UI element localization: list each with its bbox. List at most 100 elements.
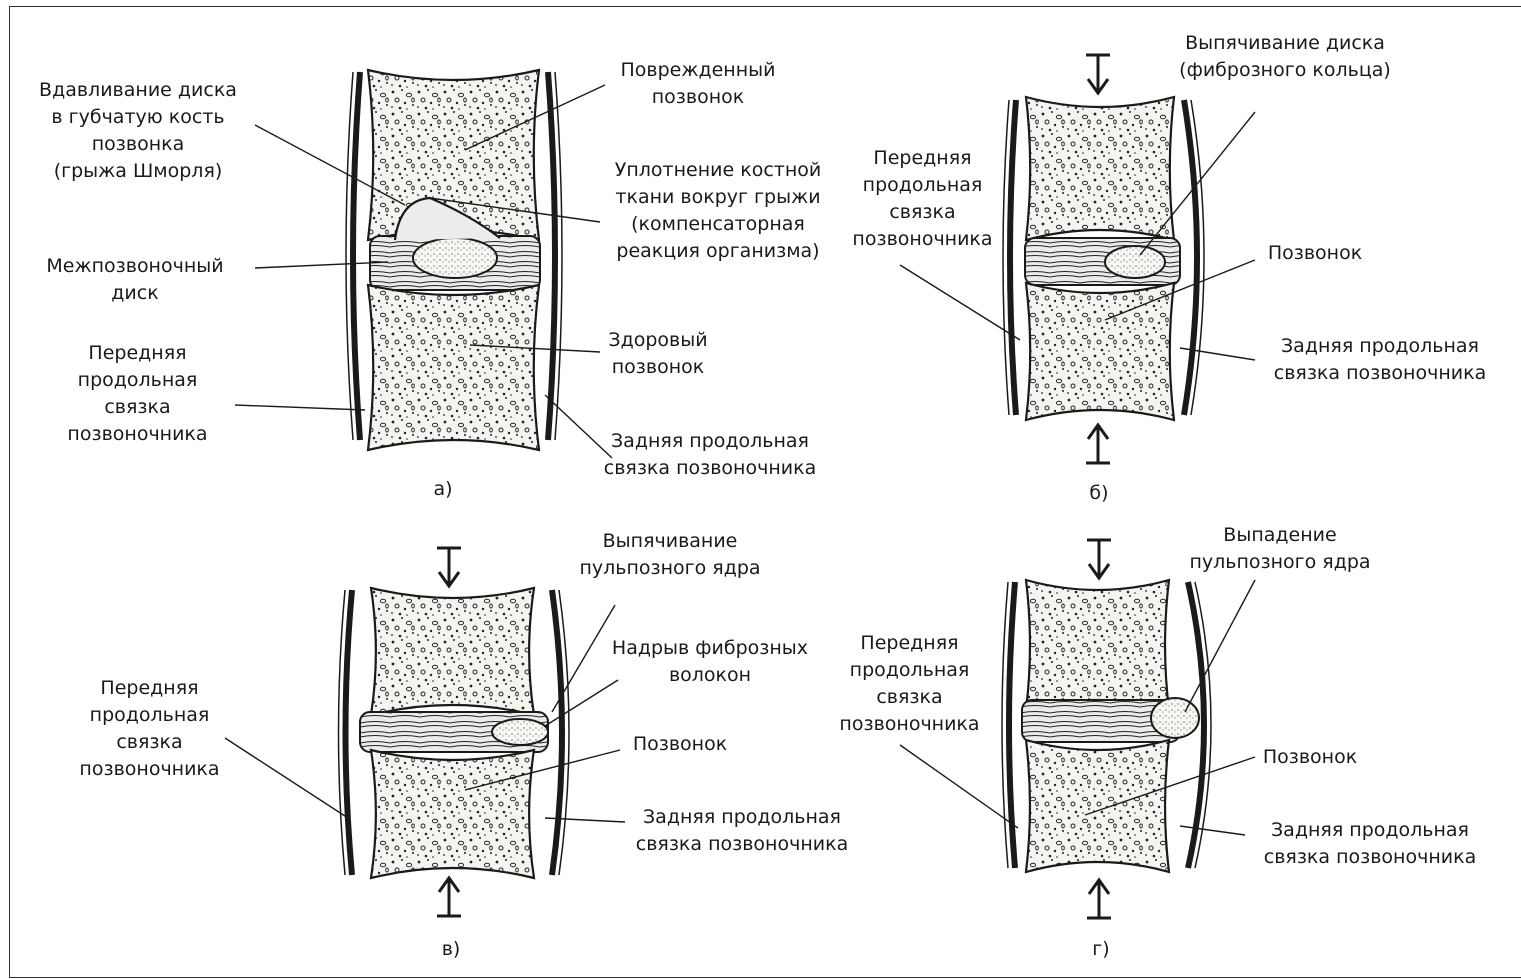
leader-line — [235, 405, 365, 410]
label-line: (грыжа Шморля) — [23, 158, 253, 185]
caption-panel-d: г) — [1081, 937, 1121, 961]
label-line: Надрыв фиброзных — [595, 635, 825, 662]
label-line: Позвонок — [1250, 744, 1370, 771]
label-line: связка — [62, 729, 237, 756]
label-line: Поврежденный — [598, 57, 798, 84]
label-posterior-ligament: Задняя продольная связка позвоночника — [1245, 817, 1495, 871]
label-line: Вдавливание диска — [23, 77, 253, 104]
label-line: продольная — [822, 657, 997, 684]
label-line: Передняя — [62, 675, 237, 702]
compression-arrow-down — [437, 548, 461, 586]
lower-vertebra — [368, 285, 539, 450]
label-damaged-vertebra: Поврежденный позвонок — [598, 57, 798, 111]
label-line: реакция организма) — [598, 238, 838, 265]
label-line: позвонок — [598, 84, 798, 111]
label-line: Задняя продольная — [1245, 817, 1495, 844]
label-line: связка позвоночника — [617, 831, 867, 858]
anterior-ligament — [1010, 100, 1016, 415]
label-line: Межпозвоночный — [25, 253, 245, 280]
compression-arrow-down — [1086, 55, 1110, 93]
label-anterior-ligament: Передняя продольная связка позвоночника — [835, 145, 1010, 253]
label-anterior-ligament: Передняя продольная связка позвоночника — [822, 630, 997, 738]
label-line: Выпадение — [1180, 522, 1380, 549]
label-line: (фиброзного кольца) — [1160, 57, 1410, 84]
label-line: Позвонок — [620, 731, 740, 758]
lower-vertebra — [1026, 283, 1174, 420]
compression-arrow-up — [1086, 425, 1110, 463]
label-nucleus-bulge: Выпячивание пульпозного ядра — [570, 528, 770, 582]
label-line: позвонок — [598, 354, 718, 381]
posterior-ligament — [1184, 100, 1197, 415]
label-anterior-ligament: Передняя продольная связка позвоночника — [50, 340, 225, 448]
leader-line — [255, 262, 388, 268]
leader-line — [900, 265, 1020, 340]
label-anterior-ligament: Передняя продольная связка позвоночника — [62, 675, 237, 783]
label-line: Уплотнение костной — [598, 157, 838, 184]
label-line: позвоночника — [62, 756, 237, 783]
label-line: Задняя продольная — [585, 428, 835, 455]
label-line: Передняя — [835, 145, 1010, 172]
prolapsed-nucleus — [1151, 698, 1199, 738]
leader-line — [1185, 580, 1255, 712]
compression-arrow-up — [1087, 880, 1111, 918]
anterior-ligament — [346, 590, 353, 875]
compression-arrow-down — [1087, 540, 1111, 578]
label-vertebra: Позвонок — [620, 731, 740, 758]
label-line: продольная — [62, 702, 237, 729]
lower-vertebra — [371, 750, 534, 878]
label-line: диск — [25, 280, 245, 307]
leader-line — [225, 738, 348, 818]
label-schmorl-hernia: Вдавливание диска в губчатую кость позво… — [23, 77, 253, 185]
label-line: Здоровый — [598, 327, 718, 354]
compression-arrow-up — [437, 878, 461, 916]
label-line: продольная — [835, 172, 1010, 199]
label-line: связка позвоночника — [1255, 360, 1505, 387]
label-intervertebral-disc: Межпозвоночный диск — [25, 253, 245, 307]
nucleus-pulposus — [492, 719, 548, 745]
label-line: Выпячивание диска — [1160, 30, 1410, 57]
label-line: позвонка — [23, 131, 253, 158]
caption-panel-b: б) — [1079, 481, 1119, 505]
caption-panel-a: а) — [423, 477, 463, 501]
label-line: Передняя — [822, 630, 997, 657]
label-line: в губчатую кость — [23, 104, 253, 131]
label-line: Задняя продольная — [1255, 333, 1505, 360]
label-line: связка позвоночника — [1245, 844, 1495, 871]
upper-vertebra — [1026, 580, 1169, 710]
label-line: волокон — [595, 662, 825, 689]
label-line: связка позвоночника — [585, 455, 835, 482]
label-line: позвоночника — [50, 421, 225, 448]
leader-line — [1180, 826, 1245, 835]
label-line: связка — [835, 199, 1010, 226]
lower-vertebra — [1026, 740, 1169, 872]
label-line: Выпячивание — [570, 528, 770, 555]
label-line: (компенсаторная — [598, 211, 838, 238]
leader-line — [900, 745, 1018, 828]
upper-vertebra — [371, 588, 534, 715]
caption-panel-c: в) — [431, 937, 471, 961]
label-line: пульпозного ядра — [570, 555, 770, 582]
posterior-ligament — [552, 590, 562, 875]
label-line: Задняя продольная — [617, 804, 867, 831]
label-disc-bulge: Выпячивание диска (фиброзного кольца) — [1160, 30, 1410, 84]
nucleus-pulposus — [413, 238, 497, 278]
label-line: Позвонок — [1255, 240, 1375, 267]
nucleus-pulposus — [1105, 246, 1165, 278]
label-healthy-vertebra: Здоровый позвонок — [598, 327, 718, 381]
label-posterior-ligament: Задняя продольная связка позвоночника — [585, 428, 835, 482]
anterior-ligament — [353, 72, 360, 440]
label-fibre-tear: Надрыв фиброзных волокон — [595, 635, 825, 689]
label-line: связка — [822, 684, 997, 711]
upper-vertebra — [1026, 97, 1174, 240]
label-vertebra: Позвонок — [1250, 744, 1370, 771]
label-vertebra: Позвонок — [1255, 240, 1375, 267]
label-posterior-ligament: Задняя продольная связка позвоночника — [1255, 333, 1505, 387]
label-line: связка — [50, 394, 225, 421]
label-posterior-ligament: Задняя продольная связка позвоночника — [617, 804, 867, 858]
label-line: пульпозного ядра — [1180, 549, 1380, 576]
label-bone-compaction: Уплотнение костной ткани вокруг грыжи (к… — [598, 157, 838, 265]
posterior-ligament — [548, 72, 555, 440]
label-line: ткани вокруг грыжи — [598, 184, 838, 211]
label-nucleus-prolapse: Выпадение пульпозного ядра — [1180, 522, 1380, 576]
label-line: Передняя — [50, 340, 225, 367]
